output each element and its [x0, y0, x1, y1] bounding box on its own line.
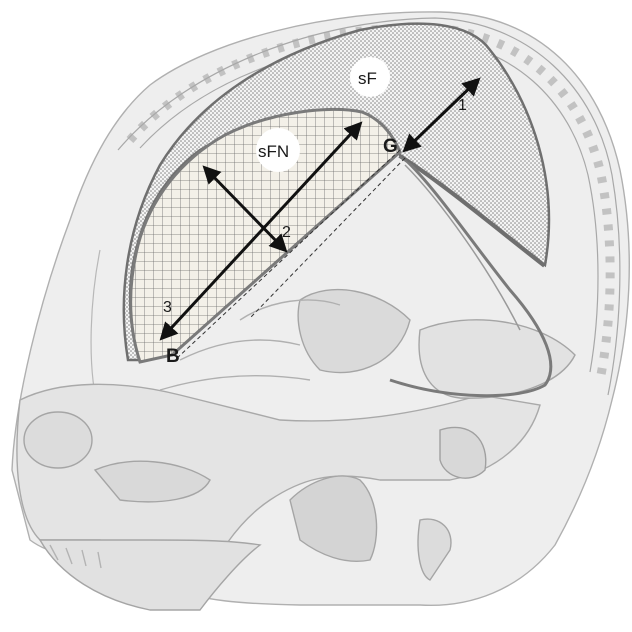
label-G: G — [383, 136, 398, 157]
orbit — [24, 412, 92, 468]
label-sF: sF — [358, 69, 377, 88]
label-2: 2 — [282, 224, 291, 241]
label-3: 3 — [163, 299, 172, 316]
label-1: 1 — [458, 97, 467, 114]
label-sFN: sFN — [258, 142, 289, 161]
label-B: B — [166, 346, 180, 367]
